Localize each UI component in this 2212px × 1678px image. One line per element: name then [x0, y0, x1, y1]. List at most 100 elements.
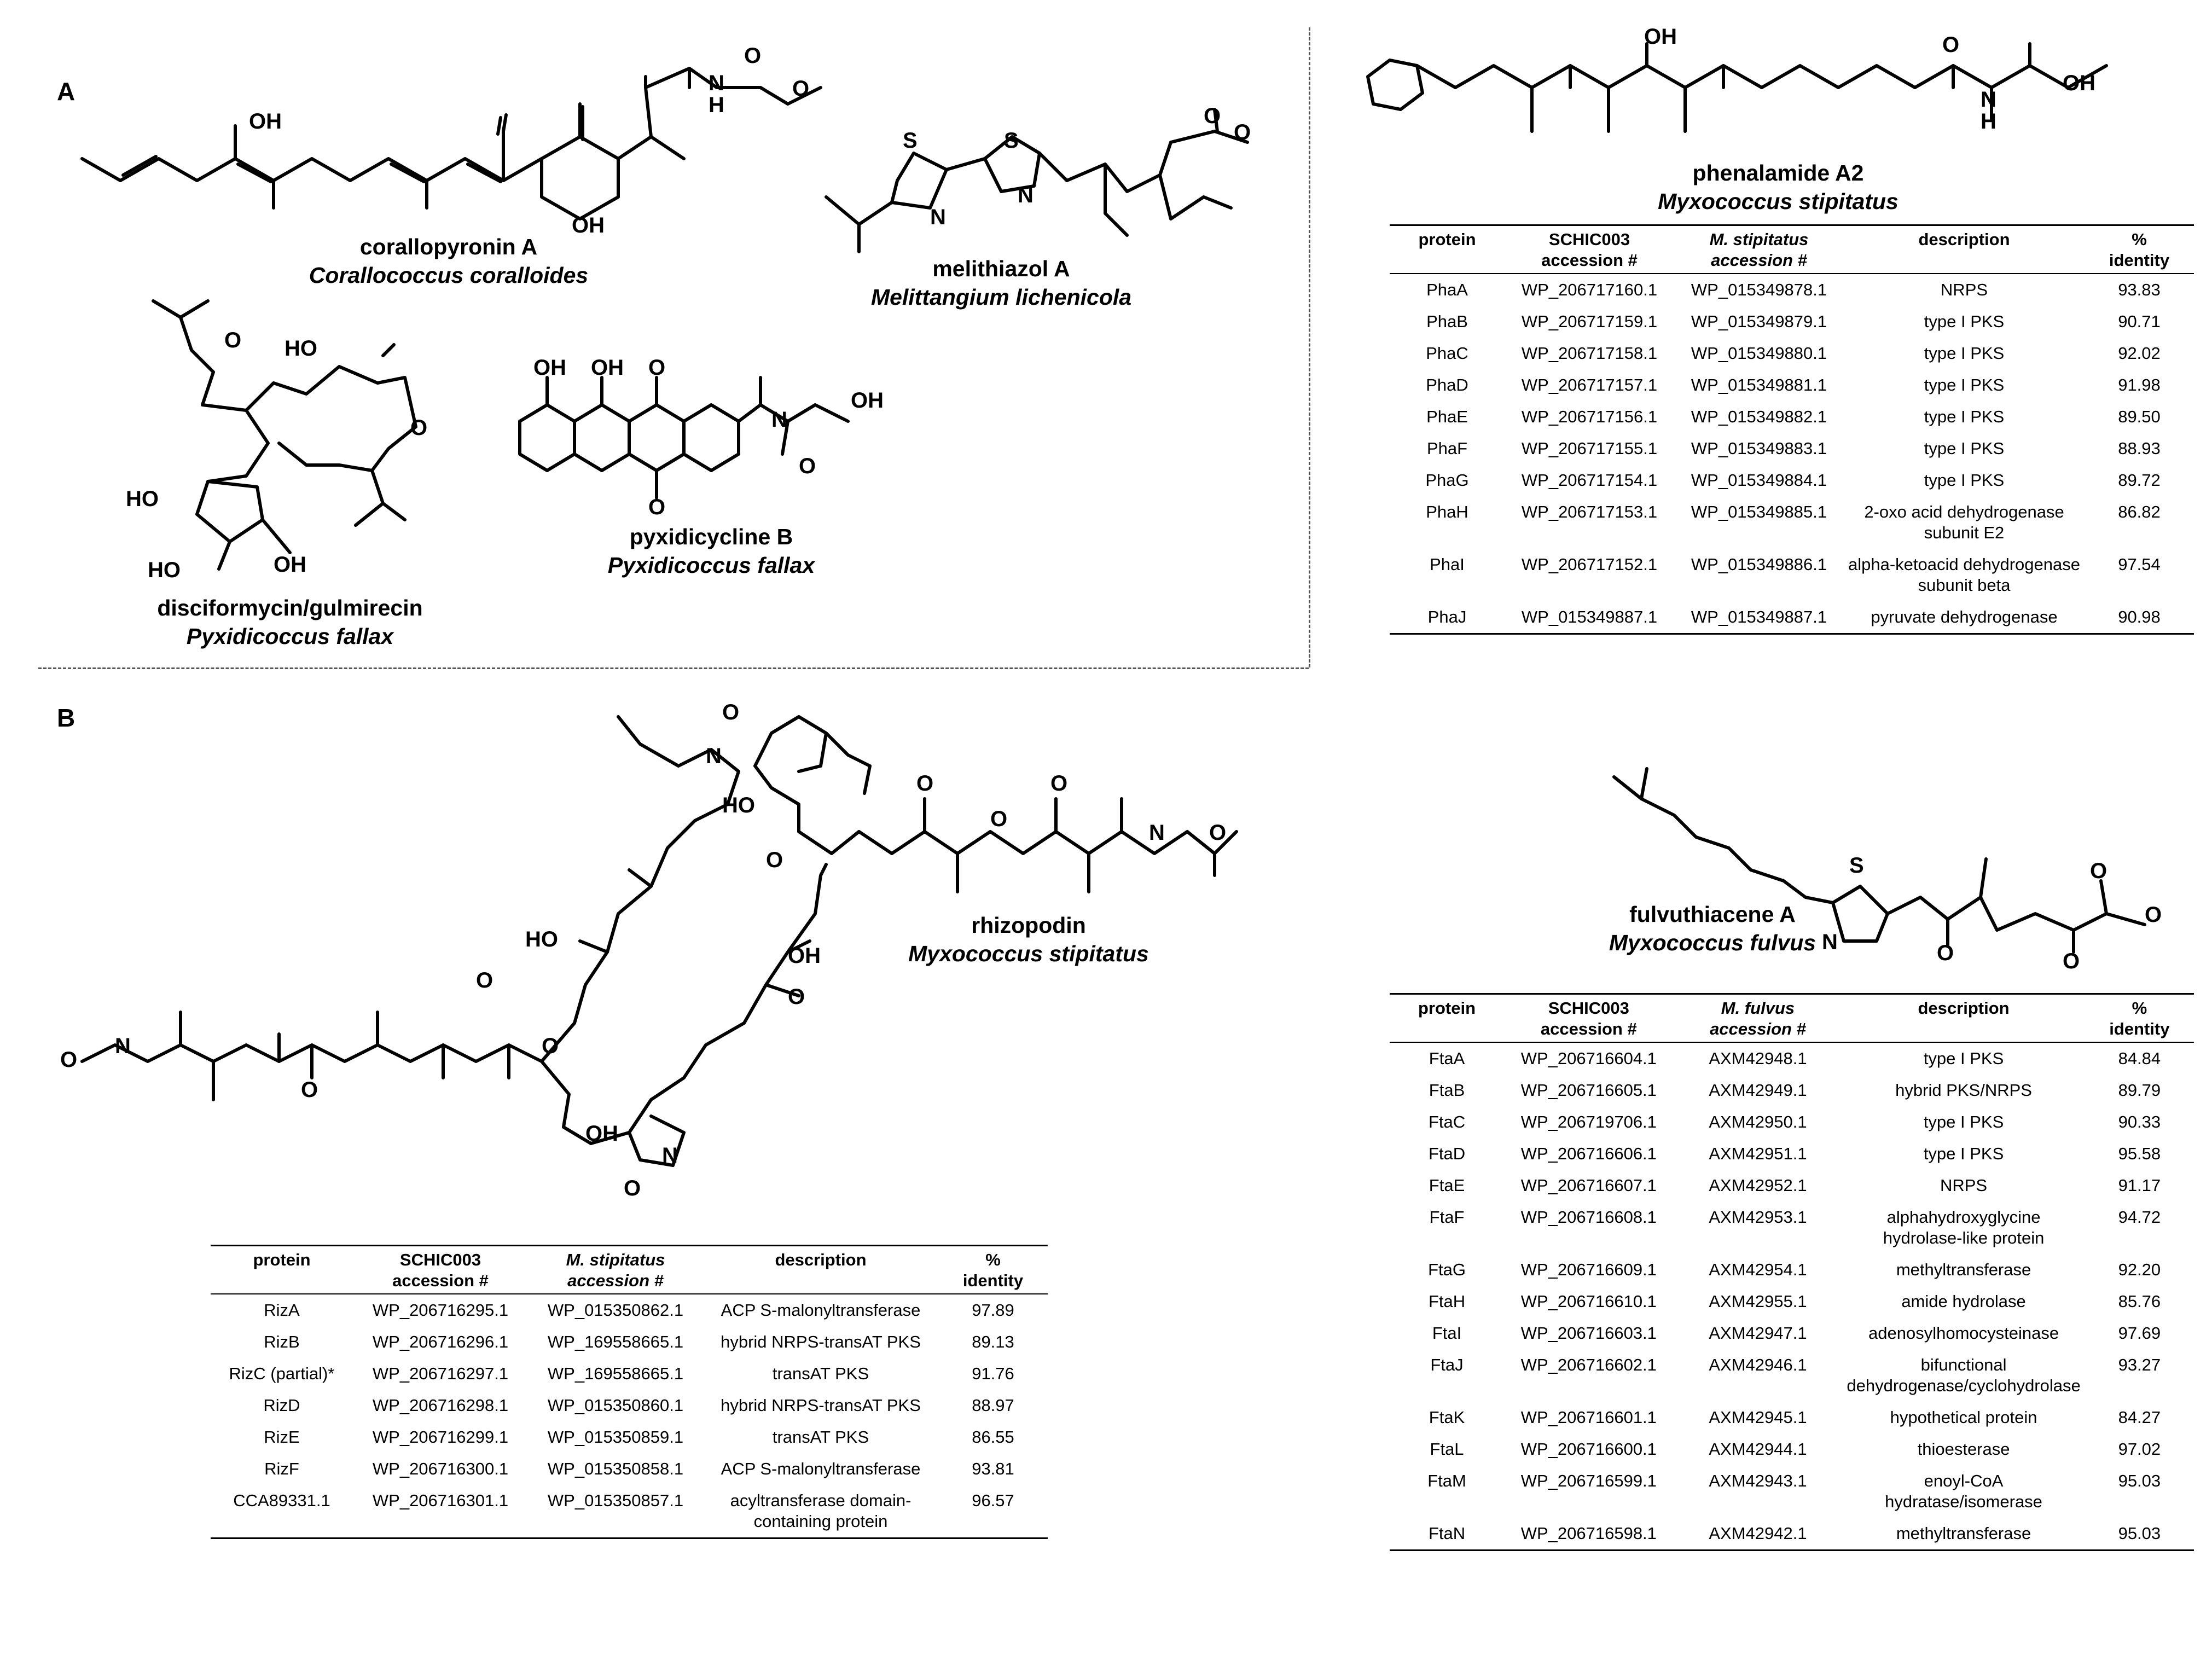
atom-label: O — [2090, 859, 2108, 883]
atom-label: H — [709, 93, 724, 117]
identity-cell: 85.76 — [2118, 1292, 2161, 1311]
protein-cell: FtaC — [1428, 1112, 1466, 1131]
identity-cell: 92.02 — [2118, 344, 2161, 363]
identity-cell: 90.33 — [2118, 1112, 2161, 1131]
pyxidicycline-structure: OH OH O O N O OH — [509, 356, 903, 520]
column-header: protein — [1418, 998, 1476, 1018]
reference-accession-cell: AXM42952.1 — [1709, 1176, 1807, 1195]
disciformycin-structure: O HO O HO HO OH — [120, 284, 471, 591]
description-cell: hybrid NRPS-transAT PKS — [721, 1332, 921, 1351]
pyxidicycline-caption: pyxidicycline B Pyxidicoccus fallax — [547, 522, 875, 579]
compound-organism: Corallococcus coralloides — [309, 263, 589, 288]
description-cell: type I PKS — [1924, 439, 2005, 458]
description-cell: type I PKS — [1923, 1112, 2004, 1131]
protein-cell: FtaN — [1428, 1524, 1466, 1543]
melithiazol-structure: S N S N O O — [821, 98, 1258, 257]
rhizopodin-structure: O N HO O O O O N O HO OH O O O N O O OH … — [60, 684, 1242, 1236]
atom-label: O — [476, 968, 494, 992]
compound-organism: Pyxidicoccus fallax — [607, 553, 815, 578]
atom-label: O — [799, 454, 816, 478]
reference-accession-cell: AXM42944.1 — [1709, 1439, 1807, 1459]
identity-cell: 95.03 — [2118, 1524, 2161, 1543]
identity-cell: 91.17 — [2118, 1176, 2161, 1195]
atom-label: O — [2063, 949, 2080, 973]
reference-accession-cell: AXM42954.1 — [1709, 1260, 1807, 1279]
atom-label: O — [990, 807, 1008, 831]
atom-label: OH — [249, 109, 282, 133]
atom-label: HO — [126, 487, 159, 511]
reference-accession-cell: WP_169558665.1 — [547, 1364, 684, 1383]
atom-label: O — [916, 771, 934, 796]
schic003-accession-cell: WP_206716598.1 — [1520, 1524, 1657, 1543]
atom-label: O — [788, 985, 805, 1009]
description-cell: methyltransferase — [1896, 1260, 2031, 1279]
protein-cell: PhaJ — [1427, 607, 1467, 626]
protein-cell: FtaH — [1428, 1292, 1466, 1311]
description-cell: hypothetical protein — [1890, 1408, 2037, 1427]
identity-cell: 93.83 — [2118, 280, 2161, 299]
schic003-accession-cell: WP_206717156.1 — [1521, 407, 1658, 426]
description-cell: NRPS — [1940, 1176, 1988, 1195]
atom-label: O — [1234, 120, 1251, 144]
identity-cell: 84.27 — [2118, 1408, 2161, 1427]
description-cell: acyltransferase domain-containing protei… — [730, 1491, 911, 1531]
schic003-accession-cell: WP_206716608.1 — [1520, 1207, 1657, 1227]
table-header-row: protein SCHIC003 accession # M. stipitat… — [211, 1245, 1048, 1294]
identity-cell: 94.72 — [2118, 1207, 2161, 1227]
protein-cell: PhaG — [1425, 471, 1469, 490]
protein-cell: PhaC — [1426, 344, 1468, 363]
schic003-accession-cell: WP_206716609.1 — [1520, 1260, 1657, 1279]
description-cell: bifunctional dehydrogenase/cyclohydrolas… — [1847, 1355, 2081, 1395]
schic003-accession-cell: WP_206716296.1 — [372, 1332, 509, 1351]
identity-cell: 93.81 — [972, 1459, 1014, 1478]
protein-cell: PhaD — [1426, 375, 1468, 394]
column-header: M. fulvus accession # — [1710, 998, 1806, 1038]
atom-label: OH — [274, 553, 306, 577]
description-cell: transAT PKS — [772, 1364, 869, 1383]
protein-cell: FtaA — [1429, 1049, 1465, 1068]
schic003-accession-cell: WP_206716610.1 — [1520, 1292, 1657, 1311]
reference-accession-cell: AXM42948.1 — [1709, 1049, 1807, 1068]
schic003-accession-cell: WP_206716604.1 — [1520, 1049, 1657, 1068]
identity-cell: 86.82 — [2118, 502, 2161, 521]
column-header: protein — [253, 1250, 311, 1269]
identity-cell: 96.57 — [972, 1491, 1014, 1510]
reference-accession-cell: WP_015349885.1 — [1691, 502, 1827, 521]
identity-cell: 88.93 — [2118, 439, 2161, 458]
schic003-accession-cell: WP_206716600.1 — [1520, 1439, 1657, 1459]
protein-cell: RizB — [264, 1332, 300, 1351]
column-header: description — [1918, 998, 2010, 1018]
compound-name: rhizopodin — [971, 913, 1086, 938]
atom-label: S — [903, 129, 918, 153]
schic003-accession-cell: WP_206716605.1 — [1520, 1081, 1657, 1100]
reference-accession-cell: AXM42947.1 — [1709, 1323, 1807, 1343]
schic003-accession-cell: WP_206716602.1 — [1520, 1355, 1657, 1374]
protein-cell: RizE — [264, 1427, 300, 1447]
atom-label: OH — [851, 388, 884, 413]
schic003-accession-cell: WP_206716599.1 — [1520, 1471, 1657, 1490]
description-cell: type I PKS — [1923, 1144, 2004, 1163]
identity-cell: 90.71 — [2118, 312, 2161, 331]
identity-cell: 86.55 — [972, 1427, 1014, 1447]
description-cell: alpha-ketoacid dehydrogenase subunit bet… — [1848, 555, 2080, 595]
protein-cell: FtaD — [1428, 1144, 1466, 1163]
description-cell: type I PKS — [1924, 312, 2005, 331]
reference-accession-cell: WP_015350860.1 — [547, 1396, 684, 1415]
description-cell: type I PKS — [1924, 344, 2005, 363]
compound-name: melithiazol A — [932, 256, 1070, 281]
compound-organism: Myxococcus fulvus — [1609, 930, 1816, 955]
protein-cell: FtaL — [1430, 1439, 1464, 1459]
table-header-row: protein SCHIC003 accession # M. stipitat… — [1390, 225, 2194, 274]
corallopyronin-caption: corallopyronin A Corallococcus coralloid… — [230, 233, 667, 289]
